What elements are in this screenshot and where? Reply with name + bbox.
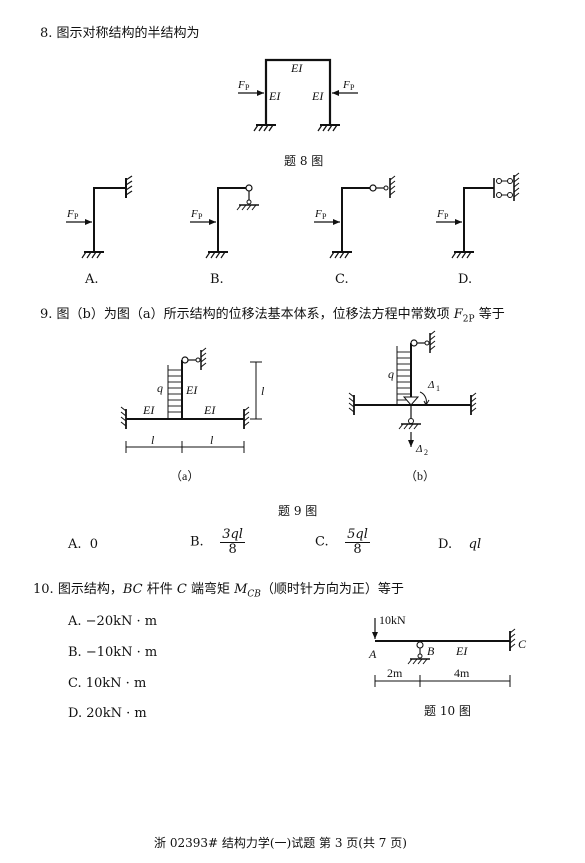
question-10-stem-2: 杆件 bbox=[142, 582, 177, 597]
q10-label-b: B bbox=[427, 644, 435, 658]
q9-option-b-denominator: 8 bbox=[228, 541, 237, 557]
q9-option-d[interactable]: D. ql bbox=[438, 537, 481, 552]
q9-option-c-denominator: 8 bbox=[353, 541, 362, 557]
q9b-delta1-sub: 1 bbox=[436, 384, 440, 393]
page-footer: 浙 02393# 结构力学(一)试题 第 3 页(共 7 页) bbox=[154, 836, 407, 850]
q8-option-c-figure bbox=[314, 175, 396, 259]
question-10-bc: BC bbox=[122, 582, 143, 597]
q8-option-b-load-sub: P bbox=[198, 212, 203, 221]
question-9-term-sub: 2P bbox=[462, 314, 475, 325]
question-10-m-sub: CB bbox=[247, 589, 261, 600]
question-10-stem-4: （顺时针方向为正）等于 bbox=[260, 582, 404, 597]
q9b-delta2: Δ bbox=[415, 443, 422, 455]
q10-label-c: C bbox=[518, 637, 527, 651]
q10-dim-2m: 2m bbox=[387, 666, 403, 680]
q9a-q: q bbox=[157, 381, 163, 395]
q8-load-left-sub: P bbox=[245, 83, 250, 92]
question-10-stem-1: 图示结构， bbox=[57, 582, 123, 597]
q9-option-c-label: C. bbox=[315, 534, 329, 550]
q9-option-a[interactable]: A. 0 bbox=[68, 537, 98, 552]
q9-option-a-value: 0 bbox=[89, 537, 99, 552]
q8-option-b[interactable]: B. bbox=[210, 272, 224, 287]
q10-option-b[interactable]: B. −10kN · m bbox=[68, 645, 158, 660]
q8-option-b-figure bbox=[190, 184, 259, 259]
q10-caption: 题 10 图 bbox=[424, 704, 471, 718]
q8-option-a-figure bbox=[66, 175, 133, 259]
q8-ei-top: EI bbox=[290, 61, 303, 75]
q9a-l-left: l bbox=[151, 433, 155, 447]
q9-option-d-value: ql bbox=[468, 537, 482, 552]
q8-ei-left: EI bbox=[268, 89, 281, 103]
q8-option-d-figure bbox=[436, 172, 520, 259]
question-9-number: 9. bbox=[40, 307, 53, 322]
q8-load-right: F bbox=[342, 79, 350, 91]
question-10-number: 10. bbox=[33, 582, 54, 597]
q9-option-b-label: B. bbox=[190, 534, 204, 550]
q8-option-c-load: F bbox=[314, 208, 322, 220]
q9a-l-vertical: l bbox=[261, 384, 265, 398]
q9-option-b[interactable]: B. 3ql 8 bbox=[190, 528, 245, 556]
question-9-stem-1: 图（b）为图（a）所示结构的位移法基本体系，位移法方程中常数项 bbox=[56, 307, 454, 322]
q8-option-d-load-sub: P bbox=[444, 212, 449, 221]
q8-option-b-load: F bbox=[190, 208, 198, 220]
q9-option-b-fraction: 3ql 8 bbox=[220, 528, 245, 556]
q8-option-a[interactable]: A. bbox=[85, 272, 99, 287]
q9-option-c[interactable]: C. 5ql 8 bbox=[315, 528, 370, 556]
q8-fixed-supports bbox=[253, 124, 340, 132]
q9a-ei-vertical: EI bbox=[185, 383, 198, 397]
q9b-q: q bbox=[388, 367, 394, 381]
q8-main-frame bbox=[264, 58, 332, 125]
q8-option-a-load-sub: P bbox=[74, 212, 79, 221]
q8-option-d-load: F bbox=[436, 208, 444, 220]
q10-label-ei: EI bbox=[455, 644, 468, 658]
q10-option-a[interactable]: A. −20kN · m bbox=[68, 614, 158, 629]
q9-option-c-fraction: 5ql 8 bbox=[345, 528, 370, 556]
q9-caption: 题 9 图 bbox=[278, 504, 318, 518]
question-10-m: M bbox=[234, 582, 248, 597]
q9-option-c-numerator: 5ql bbox=[345, 527, 370, 543]
q10-label-a: A bbox=[368, 647, 377, 661]
q9a-caption: （a） bbox=[170, 469, 199, 483]
q8-caption: 题 8 图 bbox=[284, 154, 324, 168]
q9-fig-a bbox=[120, 347, 262, 453]
question-10-c: C bbox=[176, 582, 187, 597]
question-9-text: 9. 图（b）为图（a）所示结构的位移法基本体系，位移法方程中常数项 F2P 等… bbox=[40, 303, 505, 325]
q8-ei-right: EI bbox=[311, 89, 324, 103]
q9a-ei-right: EI bbox=[203, 403, 216, 417]
q9a-l-right: l bbox=[210, 433, 214, 447]
q8-option-c-load-sub: P bbox=[322, 212, 327, 221]
question-8-text: 8. 图示对称结构的半结构为 bbox=[40, 22, 200, 41]
q10-option-c[interactable]: C. 10kN · m bbox=[68, 676, 147, 691]
q9b-delta1: Δ bbox=[427, 379, 434, 391]
q9-option-b-numerator: 3ql bbox=[220, 527, 245, 543]
q8-load-left: F bbox=[237, 79, 245, 91]
q10-dim-4m: 4m bbox=[454, 666, 470, 680]
question-8-stem: 图示对称结构的半结构为 bbox=[56, 26, 200, 41]
q8-option-d[interactable]: D. bbox=[458, 272, 473, 287]
q9-option-d-label: D. bbox=[438, 537, 453, 552]
question-9-term: F bbox=[453, 307, 463, 322]
q10-fig bbox=[372, 618, 516, 687]
q10-load-label: 10kN bbox=[379, 613, 406, 627]
question-8-number: 8. bbox=[40, 26, 53, 41]
q8-option-c[interactable]: C. bbox=[335, 272, 349, 287]
q8-load-right-sub: P bbox=[350, 83, 355, 92]
question-10-text: 10. 图示结构，BC 杆件 C 端弯矩 MCB（顺时针方向为正）等于 bbox=[33, 578, 404, 600]
q10-option-d[interactable]: D. 20kN · m bbox=[68, 706, 147, 721]
q9-option-a-label: A. bbox=[68, 537, 82, 552]
q8-option-a-load: F bbox=[66, 208, 74, 220]
q9a-ei-left: EI bbox=[142, 403, 155, 417]
q9-fig-b bbox=[348, 330, 477, 447]
question-9-stem-2: 等于 bbox=[474, 307, 505, 322]
question-10-stem-3: 端弯矩 bbox=[186, 582, 235, 597]
q9b-caption: （b） bbox=[405, 469, 435, 483]
q9b-delta2-sub: 2 bbox=[424, 448, 428, 457]
